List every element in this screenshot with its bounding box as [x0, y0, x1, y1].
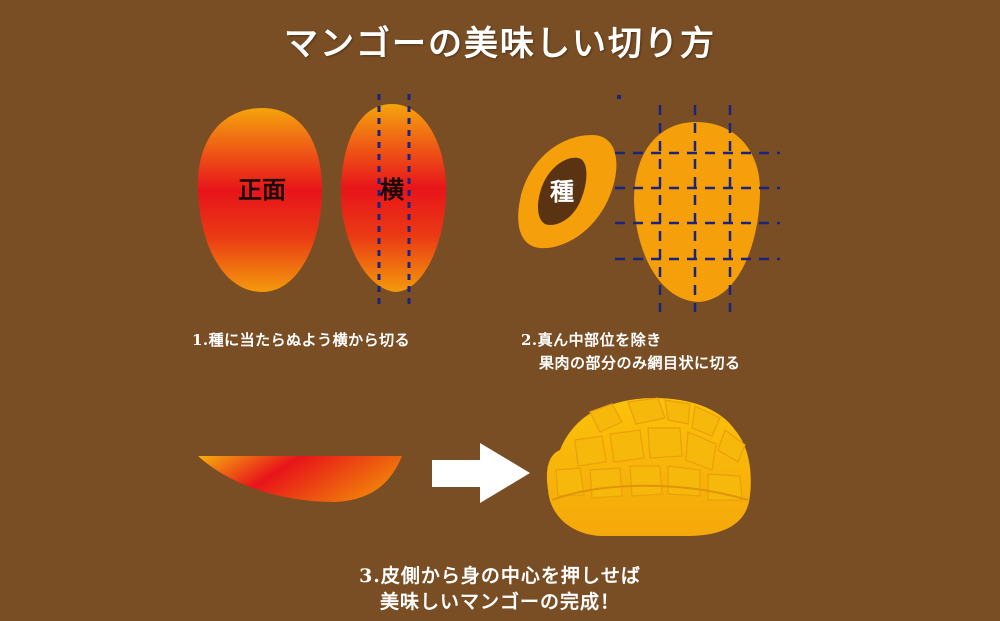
grid-cut-lines — [615, 105, 780, 312]
step3-caption: 3.皮側から身の中心を押しせば 美味しいマンゴーの完成！ — [0, 563, 1000, 615]
mango-flesh-grid — [615, 95, 780, 312]
front-label: 正面 — [238, 175, 286, 204]
mango-front-view: 正面 — [197, 108, 322, 292]
seed-slice: 種 — [518, 135, 617, 249]
step2-caption-line2: 果肉の部分のみ網目状に切る — [539, 354, 741, 372]
page-title: マンゴーの美味しい切り方 — [284, 24, 716, 64]
seed-label: 種 — [550, 177, 574, 206]
step3-caption-line1: 3.皮側から身の中心を押しせば — [359, 565, 641, 587]
cubed-mango — [546, 397, 751, 536]
step2-caption: 2.真ん中部位を除き 果肉の部分のみ網目状に切る — [521, 329, 741, 375]
step3-caption-line2: 美味しいマンゴーの完成！ — [379, 591, 620, 613]
arrow-right-icon — [432, 443, 530, 503]
step1-caption: 1.種に当たらぬよう横から切る — [192, 331, 411, 349]
step2-caption-line1: 2.真ん中部位を除き — [521, 331, 662, 349]
mango-side-view: 横 — [340, 94, 446, 304]
mango-slice — [198, 456, 402, 502]
side-label: 横 — [380, 175, 405, 204]
